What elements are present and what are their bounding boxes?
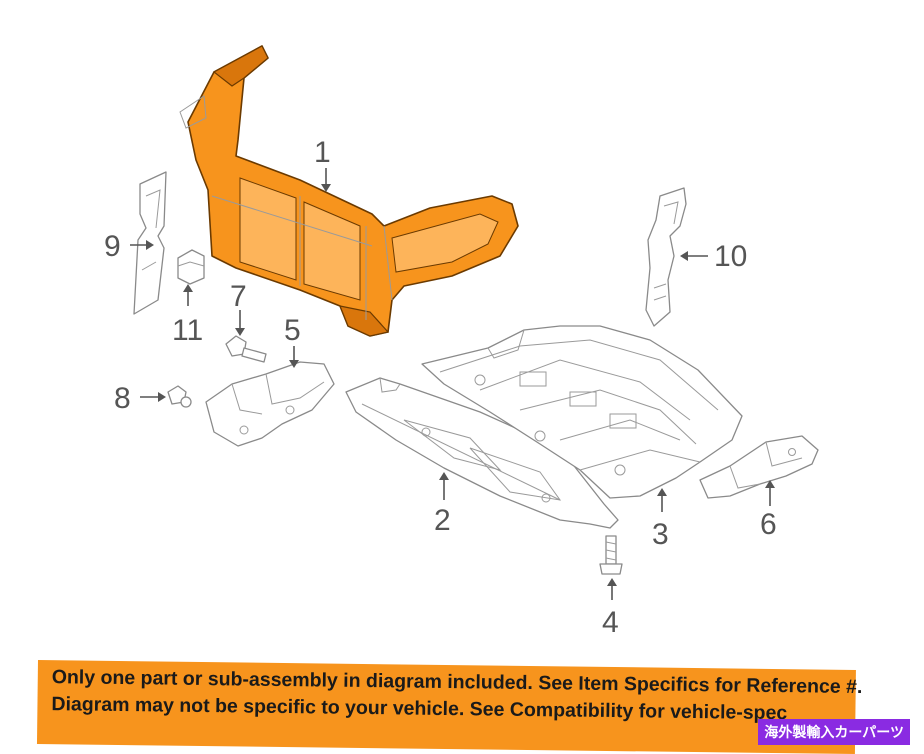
part-8-bolt <box>167 385 192 408</box>
disclaimer-banner: Only one part or sub-assembly in diagram… <box>36 660 862 754</box>
callout-11: 11 <box>172 314 203 347</box>
callout-labels: 1 9 11 7 5 8 10 2 3 6 4 <box>104 136 777 639</box>
part-2-front-under-cover <box>345 377 619 529</box>
part-5-bracket <box>205 361 335 447</box>
part-7-bolt <box>225 335 267 363</box>
callout-8: 8 <box>114 382 131 415</box>
callout-5: 5 <box>284 314 301 347</box>
callout-4: 4 <box>602 606 619 639</box>
part-6-bracket <box>699 435 819 499</box>
callout-1: 1 <box>314 136 331 169</box>
callout-9: 9 <box>104 230 121 263</box>
callout-2: 2 <box>434 504 451 537</box>
disclaimer-line-2: Diagram may not be specific to your vehi… <box>51 693 788 725</box>
watermark-label: 海外製輸入カーパーツ <box>758 719 910 745</box>
part-4-bolt <box>599 535 623 575</box>
callout-7: 7 <box>230 280 247 313</box>
callout-3: 3 <box>652 518 669 551</box>
callout-6: 6 <box>760 508 777 541</box>
part-1-radiator-support <box>179 45 519 337</box>
part-11-clip <box>177 249 205 285</box>
part-3-main-under-cover <box>421 325 743 499</box>
callout-10: 10 <box>714 240 747 273</box>
part-10-side-seal <box>645 187 687 327</box>
leader-lines <box>130 168 775 600</box>
